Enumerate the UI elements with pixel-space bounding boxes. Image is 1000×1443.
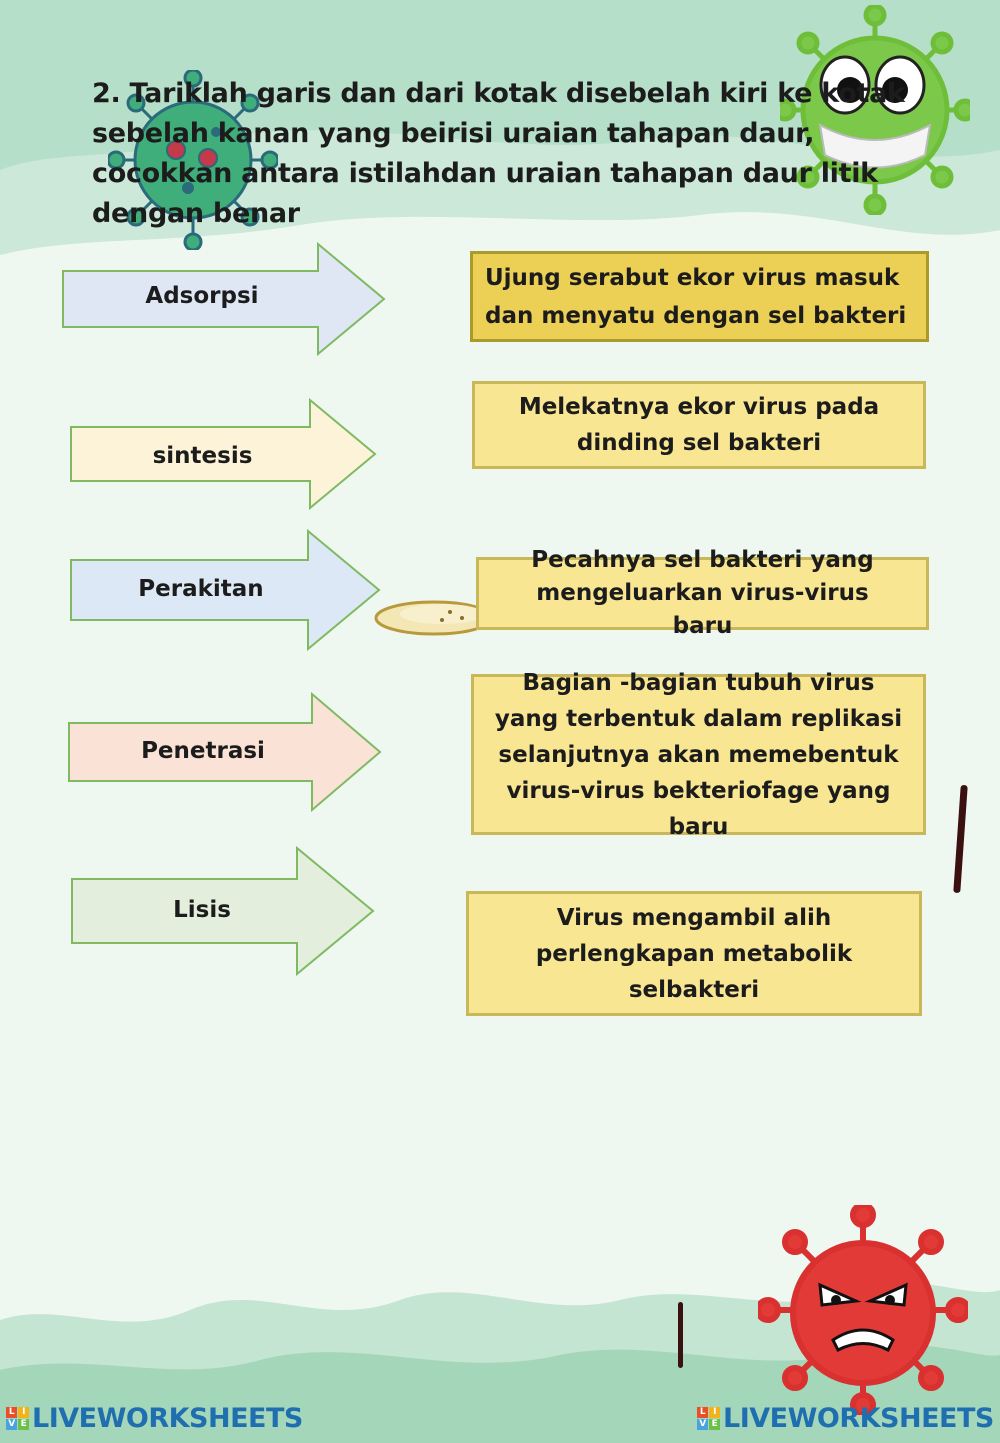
description-box-4[interactable]: Bagian -bagian tubuh virus yang terbentu… bbox=[471, 670, 926, 840]
green-virus-icon bbox=[108, 70, 278, 250]
term-label: Lisis bbox=[173, 897, 231, 923]
green-eyes-virus-icon bbox=[780, 5, 970, 215]
instruction-text: 2. Tariklah garis dan dari kotak disebel… bbox=[92, 78, 905, 229]
term-label: Perakitan bbox=[138, 576, 264, 602]
term-arrow-adsorpsi[interactable]: Adsorpsi bbox=[62, 241, 387, 357]
cookie-decoration-icon bbox=[374, 600, 494, 636]
term-arrow-perakitan[interactable]: Perakitan bbox=[70, 528, 382, 652]
pen-stroke-mark bbox=[678, 1302, 683, 1368]
term-arrow-penetrasi[interactable]: Penetrasi bbox=[68, 691, 383, 813]
arrow-shape-icon bbox=[70, 528, 381, 652]
description-box-5[interactable]: Virus mengambil alih perlengkapan metabo… bbox=[466, 891, 922, 1016]
description-box-1[interactable]: Ujung serabut ekor virus masuk dan menya… bbox=[470, 251, 929, 342]
term-arrow-lisis[interactable]: Lisis bbox=[71, 845, 376, 977]
logo-text: LIVEWORKSHEETS bbox=[32, 1403, 303, 1434]
term-label: sintesis bbox=[152, 443, 253, 469]
description-box-2[interactable]: Melekatnya ekor virus pada dinding sel b… bbox=[472, 381, 926, 469]
term-label: Penetrasi bbox=[141, 738, 265, 764]
red-angry-virus-icon bbox=[758, 1205, 968, 1415]
term-label: Adsorpsi bbox=[145, 283, 259, 309]
arrow-shape-icon bbox=[70, 397, 377, 511]
arrow-shape-icon bbox=[62, 241, 386, 357]
arrow-shape-icon bbox=[68, 691, 382, 813]
description-box-3[interactable]: Pecahnya sel bakteri yang mengeluarkan v… bbox=[476, 547, 929, 639]
arrow-shape-icon bbox=[71, 845, 375, 977]
logo-text: LIVEWORKSHEETS bbox=[723, 1403, 994, 1434]
term-arrow-sintesis[interactable]: sintesis bbox=[70, 397, 378, 511]
